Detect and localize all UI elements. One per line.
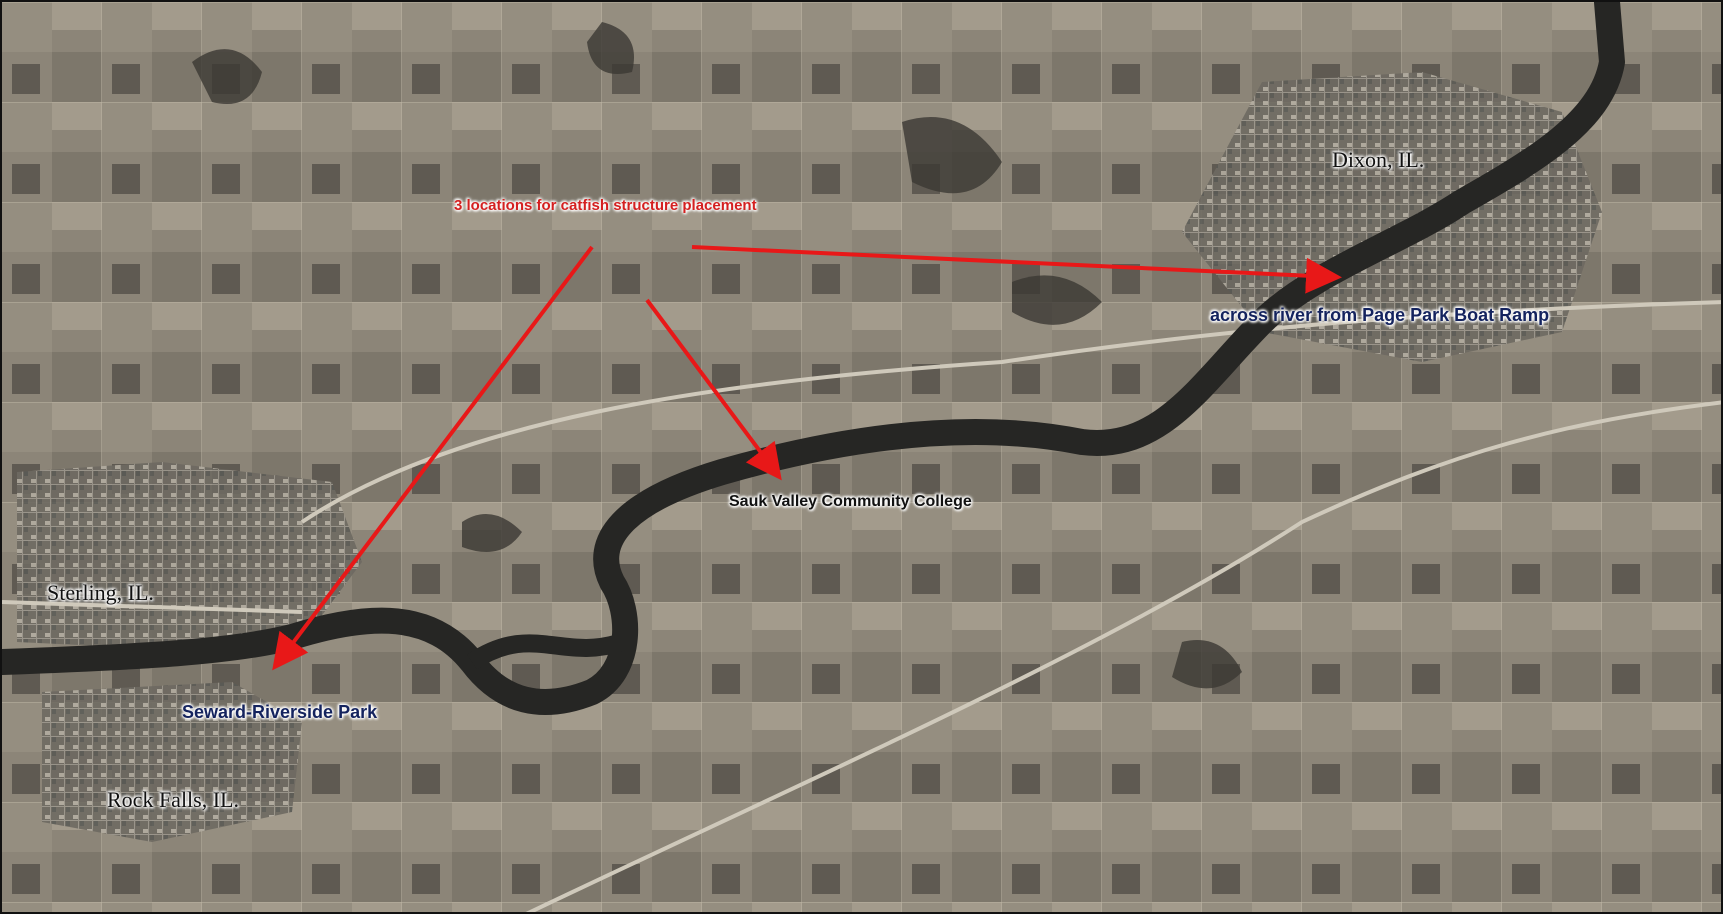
arrow-to-page-park-boat-ramp xyxy=(691,245,1342,294)
site-label-sauk-valley: Sauk Valley Community College xyxy=(729,493,972,510)
sterling-urban-area xyxy=(17,462,362,647)
annotation-arrows xyxy=(272,245,1342,671)
arrow-to-seward-riverside-park xyxy=(272,245,594,671)
city-label-rock-falls: Rock Falls, IL. xyxy=(107,787,239,812)
site-label-seward-riverside: Seward-Riverside Park xyxy=(182,702,378,722)
annotation-title: 3 locations for catfish structure placem… xyxy=(454,197,757,214)
site-label-page-park: across river from Page Park Boat Ramp xyxy=(1210,305,1550,325)
rock-river xyxy=(2,2,1625,715)
city-label-dixon: Dixon, IL. xyxy=(1332,147,1425,172)
city-label-sterling: Sterling, IL. xyxy=(47,580,154,605)
rock-falls-urban-area xyxy=(42,682,302,842)
arrow-to-sauk-valley-community-college xyxy=(645,298,782,481)
